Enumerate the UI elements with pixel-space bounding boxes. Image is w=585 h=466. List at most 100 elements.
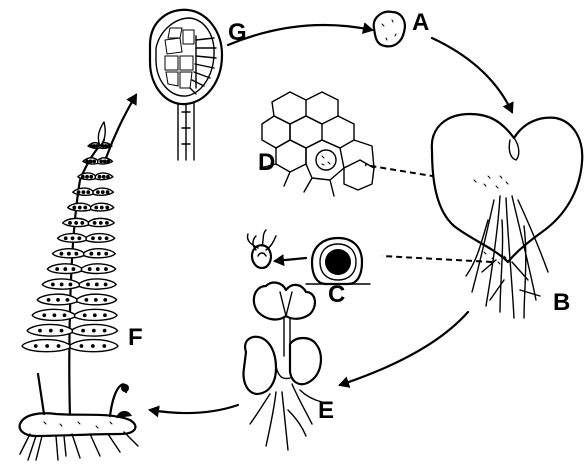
label-e: E xyxy=(318,397,334,424)
fern-sorus-dot xyxy=(72,268,74,270)
fern-sorus-dot xyxy=(97,268,99,270)
sperm-drawing xyxy=(247,230,276,268)
fern-sorus-dot xyxy=(99,237,101,239)
fern-sorus-dot xyxy=(93,222,95,224)
label-d: D xyxy=(258,149,275,176)
archegonium-drawing xyxy=(260,92,374,196)
fern-sorus-dot xyxy=(101,206,103,208)
fern-sorus-dot xyxy=(81,222,83,224)
fern-sorus-dot xyxy=(75,222,77,224)
fern-sorus-dot xyxy=(60,329,62,331)
label-f: F xyxy=(128,324,143,351)
spore-drawing xyxy=(374,12,405,47)
fern-sorus-dot xyxy=(105,268,107,270)
fern-sorus-dot xyxy=(90,252,92,254)
fern-sorus-dot xyxy=(43,314,45,316)
fern-sorus-dot xyxy=(106,222,108,224)
fern-sorus-dot xyxy=(103,345,105,347)
fern-sorus-dot xyxy=(93,160,95,162)
fern-sorus-dot xyxy=(100,222,102,224)
fern-sorus-dot xyxy=(105,252,107,254)
fern-sorus-dot xyxy=(94,314,96,316)
fern-sorus-dot xyxy=(73,206,75,208)
fern-sorus-dot xyxy=(90,145,92,147)
mature-fern-drawing xyxy=(20,122,138,460)
fern-sorus-dot xyxy=(87,191,89,193)
fern-sorus-dot xyxy=(92,237,94,239)
arrow-b-to-e xyxy=(340,312,468,385)
fern-sorus-dot xyxy=(82,191,84,193)
fern-sorus-dot xyxy=(68,252,70,254)
fern-sorus-dot xyxy=(104,283,106,285)
fern-sorus-dot xyxy=(98,176,100,178)
arrow-e-to-f xyxy=(150,405,238,413)
fern-sorus-dot xyxy=(46,345,48,347)
fern-sorus-dot xyxy=(104,314,106,316)
fern-sorus-dot xyxy=(63,314,65,316)
label-b: B xyxy=(553,289,570,316)
fern-sorus-dot xyxy=(100,160,102,162)
fern-sorus-dot xyxy=(106,206,108,208)
fern-sorus-dot xyxy=(92,345,94,347)
fern-sorus-dot xyxy=(86,160,88,162)
fern-sorus-dot xyxy=(102,145,104,147)
arrow-f-to-g xyxy=(106,95,136,158)
fern-sorus-dot xyxy=(106,191,108,193)
fern-sorus-dot xyxy=(71,237,73,239)
fern-sorus-dot xyxy=(86,176,88,178)
fern-sorus-dot xyxy=(60,252,62,254)
fern-sorus-dot xyxy=(96,283,98,285)
label-g: G xyxy=(228,19,247,46)
fern-sorus-dot xyxy=(56,268,58,270)
fern-sorus-dot xyxy=(82,176,84,178)
fern-sorus-dot xyxy=(78,237,80,239)
fern-sorus-dot xyxy=(53,314,55,316)
arrow-c-to-sperm xyxy=(275,258,306,261)
fern-sorus-dot xyxy=(52,283,54,285)
fern-sorus-dot xyxy=(35,345,37,347)
fern-sorus-dot xyxy=(90,176,92,178)
fern-sorus-dot xyxy=(60,283,62,285)
fern-sorus-dot xyxy=(96,145,98,147)
label-c: C xyxy=(328,281,345,308)
fern-sorus-dot xyxy=(84,314,86,316)
fern-sorus-dot xyxy=(57,345,59,347)
fern-sorus-dot xyxy=(65,237,67,239)
fern-sorus-dot xyxy=(98,252,100,254)
fern-sorus-dot xyxy=(50,329,52,331)
fern-sorus-dot xyxy=(95,299,97,301)
fern-sorus-dot xyxy=(107,160,109,162)
fern-sorus-dot xyxy=(93,329,95,331)
fern-sorus-dot xyxy=(85,299,87,301)
fern-sorus-dot xyxy=(104,299,106,301)
fern-sorus-dot xyxy=(57,299,59,301)
fern-sorus-dot xyxy=(84,206,86,208)
arrow-a-to-b xyxy=(432,38,512,112)
fern-sorus-dot xyxy=(66,299,68,301)
fern-sorus-dot xyxy=(75,252,77,254)
fern-sorus-dot xyxy=(82,329,84,331)
fern-sorus-dot xyxy=(87,283,89,285)
fern-sorus-dot xyxy=(64,268,66,270)
fern-sorus-dot xyxy=(69,283,71,285)
fern-sorus-dot xyxy=(79,206,81,208)
sporangium-drawing xyxy=(150,10,222,160)
fern-sorus-dot xyxy=(97,191,99,193)
fern-sorus-dot xyxy=(39,329,41,331)
fern-sorus-dot xyxy=(105,145,107,147)
fern-sorus-dot xyxy=(47,299,49,301)
young-sporophyte-drawing xyxy=(244,283,323,450)
fern-sorus-dot xyxy=(89,160,91,162)
fern-sorus-dot xyxy=(107,145,109,147)
fern-sorus-dot xyxy=(88,268,90,270)
fern-sorus-dot xyxy=(95,206,97,208)
label-a: A xyxy=(412,9,429,36)
fern-sorus-dot xyxy=(104,160,106,162)
fern-sorus-dot xyxy=(80,345,82,347)
fern-sorus-dot xyxy=(93,145,95,147)
fern-sorus-dot xyxy=(69,222,71,224)
fern-sorus-dot xyxy=(103,329,105,331)
prothallus-drawing xyxy=(432,114,582,318)
fern-sorus-dot xyxy=(103,176,105,178)
